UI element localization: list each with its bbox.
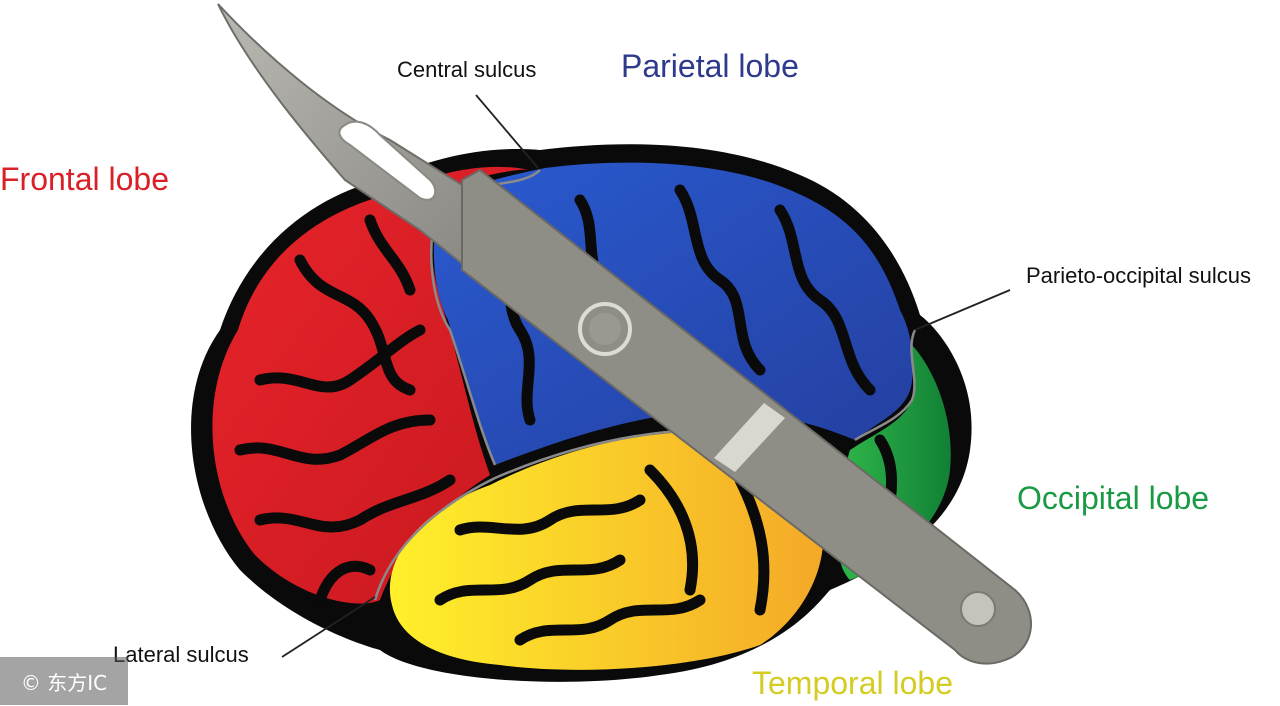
temporal-lobe [389, 431, 824, 670]
lateral-sulcus-label: Lateral sulcus [113, 642, 249, 667]
temporal-lobe-label: Temporal lobe [752, 665, 953, 701]
parieto-occipital-sulcus-label: Parieto-occipital sulcus [1026, 263, 1251, 288]
lateral-sulcus-leader [281, 596, 376, 658]
parietal-lobe-label: Parietal lobe [621, 48, 799, 84]
scalpel-end-hole [960, 591, 996, 627]
scalpel-icon [217, 3, 1032, 665]
frontal-lobe-label: Frontal lobe [0, 161, 169, 197]
central-sulcus-label: Central sulcus [397, 57, 537, 82]
scalpel-rivet-inner [589, 313, 621, 345]
scalpel-handle [461, 168, 1032, 665]
occipital-lobe-label: Occipital lobe [1017, 480, 1210, 516]
central-sulcus-leader [475, 94, 539, 169]
scalpel-blade-slot [338, 120, 437, 201]
scalpel-band [714, 403, 785, 472]
parieto-occipital-leader [914, 289, 1011, 331]
frontal-lobe [212, 166, 530, 604]
parieto-occipital-sulcus-line [854, 329, 917, 442]
watermark: © 东方IC [0, 657, 128, 705]
lateral-sulcus-line [373, 428, 701, 601]
